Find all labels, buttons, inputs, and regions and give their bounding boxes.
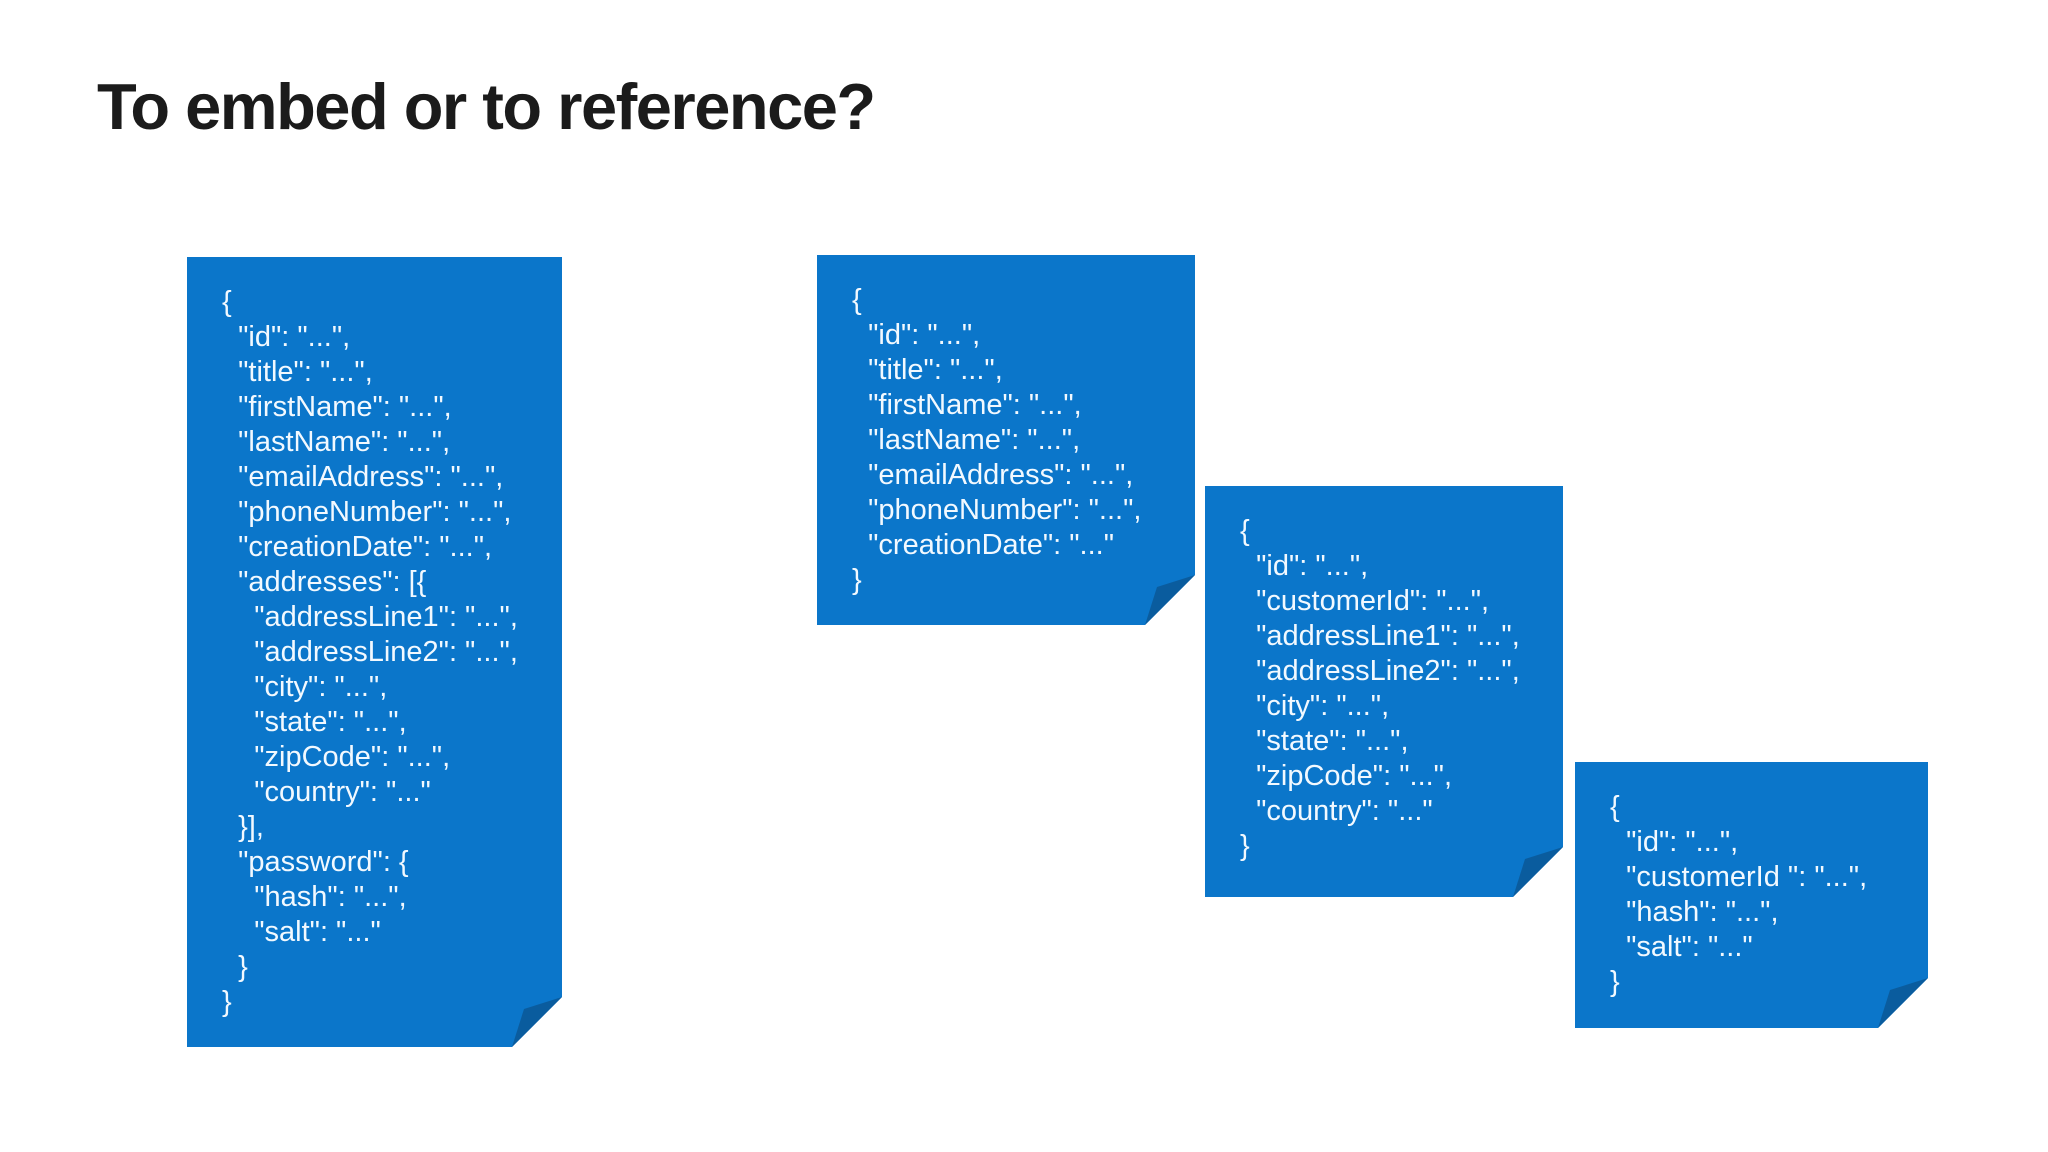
json-code-customer-referenced: { "id": "...", "title": "...", "firstNam… (852, 284, 1142, 596)
json-card-password-referenced: { "id": "...", "customerId ": "...", "ha… (1575, 762, 1928, 1028)
slide-title: To embed or to reference? (97, 70, 876, 143)
json-card-customer-referenced: { "id": "...", "title": "...", "firstNam… (817, 255, 1195, 625)
json-code-password-referenced: { "id": "...", "customerId ": "...", "ha… (1610, 791, 1868, 998)
page-fold-icon (1145, 575, 1195, 625)
json-card-address-referenced: { "id": "...", "customerId": "...", "add… (1205, 486, 1563, 897)
page-fold-icon (512, 997, 562, 1047)
json-code-address-referenced: { "id": "...", "customerId": "...", "add… (1240, 515, 1520, 862)
json-code-customer-embedded: { "id": "...", "title": "...", "firstNam… (222, 286, 518, 1018)
page-fold-icon (1878, 978, 1928, 1028)
page-fold-icon (1513, 847, 1563, 897)
json-card-customer-embedded: { "id": "...", "title": "...", "firstNam… (187, 257, 562, 1047)
